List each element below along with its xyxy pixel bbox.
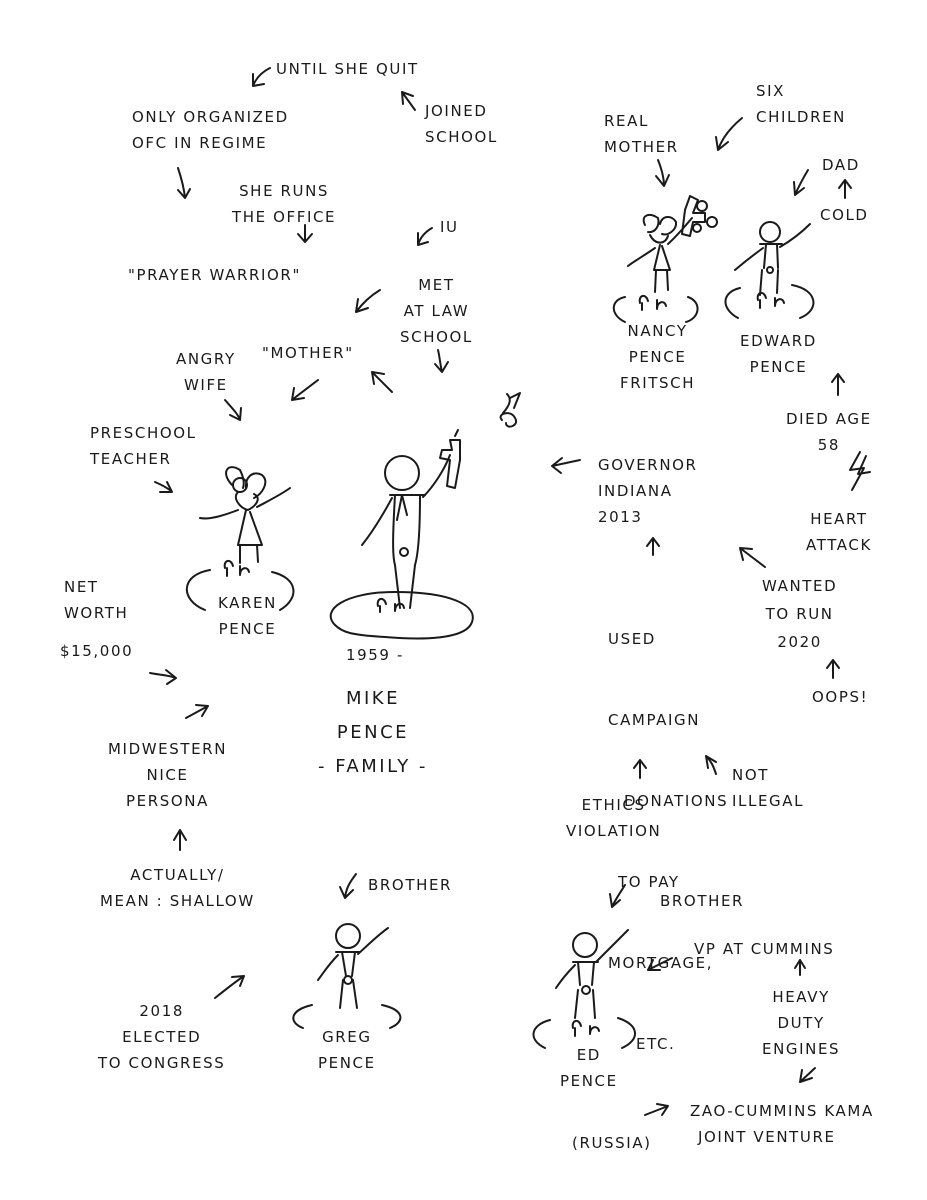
note-prayer-warrior: "Prayer warrior": [128, 266, 301, 284]
note-six-children: Sixchildren: [756, 82, 847, 126]
note-brother-ed: Brother: [660, 892, 745, 910]
note-elected-congress: 2018electedto congress: [98, 1002, 226, 1072]
note-governor-indiana: GovernorIndiana2013: [598, 456, 698, 526]
name-ed-pence: EdPence: [560, 1046, 618, 1090]
note-midwestern-nice: Midwesternnicepersona: [108, 740, 228, 810]
note-preschool-teacher: Preschoolteacher: [90, 424, 197, 468]
mike-pence-figure: [329, 429, 474, 640]
note-until-she-quit: Until she quit: [276, 60, 419, 78]
note-heavy-duty-engines: Heavydutyengines: [762, 988, 841, 1058]
greg-pence-figure: [292, 923, 402, 1029]
lightning-icon: [849, 451, 871, 491]
name-edward-pence: EdwardPence: [740, 332, 817, 376]
note-used-campaign: Used campaign donations to pay mortgage,…: [608, 630, 729, 1053]
note-net-worth: Networth: [64, 578, 129, 622]
note-not-illegal: Notillegal: [732, 766, 805, 810]
note-mother: "Mother": [262, 344, 354, 362]
note-actually-mean: Actually/mean : shallow: [100, 866, 255, 910]
note-net-worth-value: $15,000: [60, 642, 134, 660]
name-karen-pence: KarenPence: [218, 594, 277, 638]
note-only-organized: Only organizedofc in regime: [132, 108, 289, 152]
note-russia: (Russia): [572, 1134, 652, 1152]
edward-pence-figure: [724, 221, 815, 319]
note-angry-wife: Angrywife: [176, 350, 236, 394]
note-brother-greg: Brother: [368, 876, 453, 894]
note-vp-cummins: VP at Cummins: [694, 940, 835, 958]
note-cold: Cold: [820, 206, 869, 224]
note-died-age: Died age58: [786, 410, 872, 454]
ed-pence-figure: [532, 929, 636, 1049]
karen-pence-figure: [185, 466, 295, 611]
page-title: MikePence- Family -: [318, 688, 428, 777]
note-oops: Oops!: [812, 688, 869, 706]
nancy-pence-figure: [612, 195, 718, 323]
birth-year: 1959 -: [346, 646, 404, 664]
note-real-mother: Realmother: [604, 112, 679, 156]
note-ethics-violation: Ethicsviolation: [566, 796, 662, 840]
name-nancy-pence-fritsch: NancyPenceFritsch: [620, 322, 696, 392]
note-joined-school: Joinedschool: [425, 102, 498, 146]
lightning-icon: [499, 392, 521, 428]
arrows: [149, 67, 852, 1116]
note-dad: Dad: [822, 156, 860, 174]
note-she-runs-office: She runsthe office: [232, 182, 337, 226]
note-zao-cummins-kama: ZAO-Cummins Kamajoint venture: [690, 1102, 874, 1146]
note-heart-attack: Heartattack: [806, 510, 872, 554]
note-wanted-to-run: Wantedto run2020: [762, 577, 838, 651]
note-met-at-law-school: Metat lawschool: [400, 276, 473, 346]
note-iu: IU: [440, 218, 459, 236]
name-greg-pence: GregPence: [318, 1028, 376, 1072]
